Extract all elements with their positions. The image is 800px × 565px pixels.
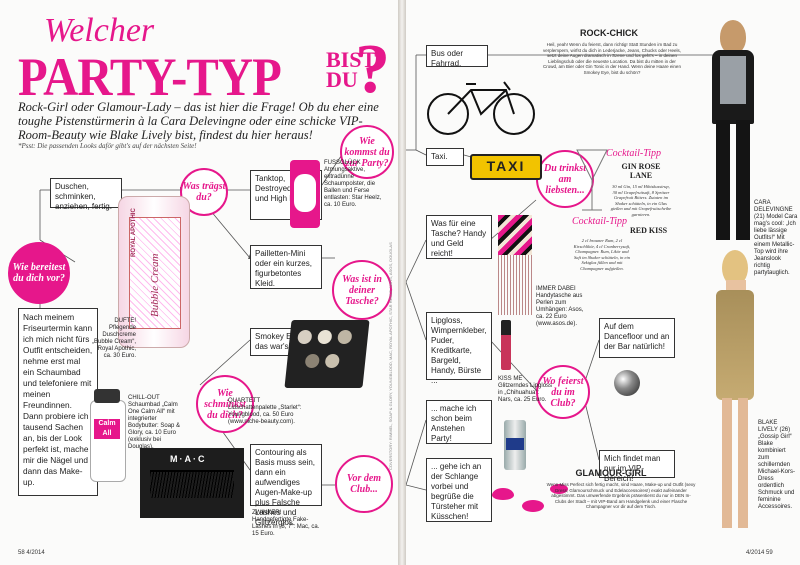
lip-prints — [492, 482, 572, 522]
option-pailletten: Pailletten-Mini oder ein kurzes, figurbe… — [250, 245, 322, 289]
question-kommst: Wie kommst du zur Party? — [340, 125, 394, 179]
redkiss-cocktail-tipp: Cocktail-Tipp — [572, 216, 627, 227]
caption-kiss: KISS ME Glitzerndes Lipgloss in „Chihuah… — [498, 376, 553, 403]
question-traegst: Was trägst du? — [180, 168, 228, 216]
cara-delevingne-photo — [698, 20, 768, 250]
photo-credits: COVERSTORY: RIMMEL, SOAP & GLORY, YOUNGB… — [388, 242, 393, 470]
question-bereitest: Wie bereitest du dich vor? — [8, 242, 70, 304]
folio-right: 4/2014 59 — [746, 550, 773, 556]
option-friseur: Nach meinem Friseurtermin kann ich mich … — [18, 308, 98, 496]
glamour-girl-title: GLAMOUR-GIRL — [575, 468, 647, 478]
gin-cocktail-tipp: Cocktail-Tipp — [606, 148, 661, 159]
rock-chick-text: Heil, yeah! Wenn du feierst, dann richti… — [542, 42, 682, 75]
option-lipgloss: Lipgloss, Wimpernkleber, Puder, Kreditka… — [426, 312, 492, 385]
psst-note: *Psst: Die passenden Looks daför gibt's … — [18, 142, 197, 150]
energy-drink-can — [504, 420, 526, 470]
gin-cocktail-recipe: 30 ml Gin, 15 ml Hibiskussirup, 30 ml Gr… — [610, 184, 672, 217]
option-contouring: Contouring als Basis muss sein, dann ein… — [250, 444, 322, 527]
lipgloss-product — [501, 320, 511, 370]
caption-cara: CARA DELEVINGNE (21) Model Cara mag's co… — [754, 200, 798, 276]
taxi-sign: TAXI — [470, 154, 542, 180]
gin-cocktail-title: GIN ROSE LANE — [621, 162, 661, 180]
rock-chick-title: ROCK-CHICK — [580, 28, 638, 38]
beaded-bag-product — [498, 215, 532, 315]
star-heelz-product — [290, 160, 320, 228]
bicycle-image — [427, 81, 535, 135]
intro-text: Rock-Girl oder Glamour-Lady – das ist hi… — [18, 100, 379, 142]
blake-lively-photo — [706, 250, 766, 540]
option-schlange: ... gehe ich an der Schlange vorbei und … — [426, 458, 492, 522]
title-welcher: Welcher — [44, 12, 155, 49]
caption-dufte: DUFTE! Pflegende Duschcreme „Bubble Crea… — [91, 318, 136, 359]
option-tasche: Was für eine Tasche? Handy und Geld reic… — [426, 215, 492, 259]
caption-zwinker: ZWINKER! Handgefertigte Fake-Lashes in „… — [252, 510, 320, 537]
option-anstehen: ... mache ich schon beim Anstehen Party! — [426, 400, 492, 444]
question-feierst: Wo feierst du im Club? — [536, 365, 590, 419]
option-vip: Mich findet man nur im VIP-Bereich! — [599, 450, 675, 483]
glamour-girl-text: Wenn Miss Perfect sich fertig macht, sin… — [546, 482, 696, 509]
disco-ball — [614, 370, 640, 396]
caption-fuss: FUSSGLÜCK Atmungsaktive, extradünne Scha… — [324, 160, 382, 208]
option-bus: Bus oder Fahrrad. — [426, 45, 488, 68]
question-vordem: Vor dem Club... — [335, 455, 393, 513]
option-duschen: Duschen, schminken, anziehen, fertig. — [50, 178, 122, 211]
folio-left: 58 4/2014 — [18, 550, 45, 556]
question-tasche: Was ist in deiner Tasche? — [332, 260, 392, 320]
question-schminkst: Wie schminkst du dich? — [196, 375, 254, 433]
eyeshadow-palette-product — [284, 320, 370, 388]
title-party-typ: PARTY-TYP — [18, 47, 282, 107]
right-page: Bus oder Fahrrad. Taxi. Was für eine Tas… — [406, 0, 800, 565]
redkiss-cocktail-title: RED KISS — [630, 226, 668, 235]
caption-chill: CHILL-OUT Schaumbad „Calm One Calm All“ … — [128, 395, 181, 450]
option-taxi: Taxi. — [426, 148, 464, 166]
bubble-cream-product: ROYAL APOTHIC Bubble Cream — [118, 196, 190, 348]
caption-blake: BLAKE LIVELY (26) „Gossip Girl“ Blake ko… — [758, 420, 796, 510]
mac-lashes-product: M·A·C — [140, 448, 244, 518]
caption-quartett: QUARTETT Lidschattenpalette „Starlet“: Y… — [228, 398, 302, 425]
option-dancefloor: Auf dem Dancefloor und an der Bar natürl… — [599, 318, 675, 358]
cocktail-glass — [576, 149, 608, 211]
title-question-mark: ? — [355, 31, 390, 108]
redkiss-cocktail-recipe: 2 cl brauner Rum, 2 cl Kirschlikör, 4 cl… — [573, 238, 631, 271]
gutter — [398, 0, 406, 565]
caption-dabei: IMMER DABEI Handytasche aus Perlen zum U… — [536, 286, 584, 327]
